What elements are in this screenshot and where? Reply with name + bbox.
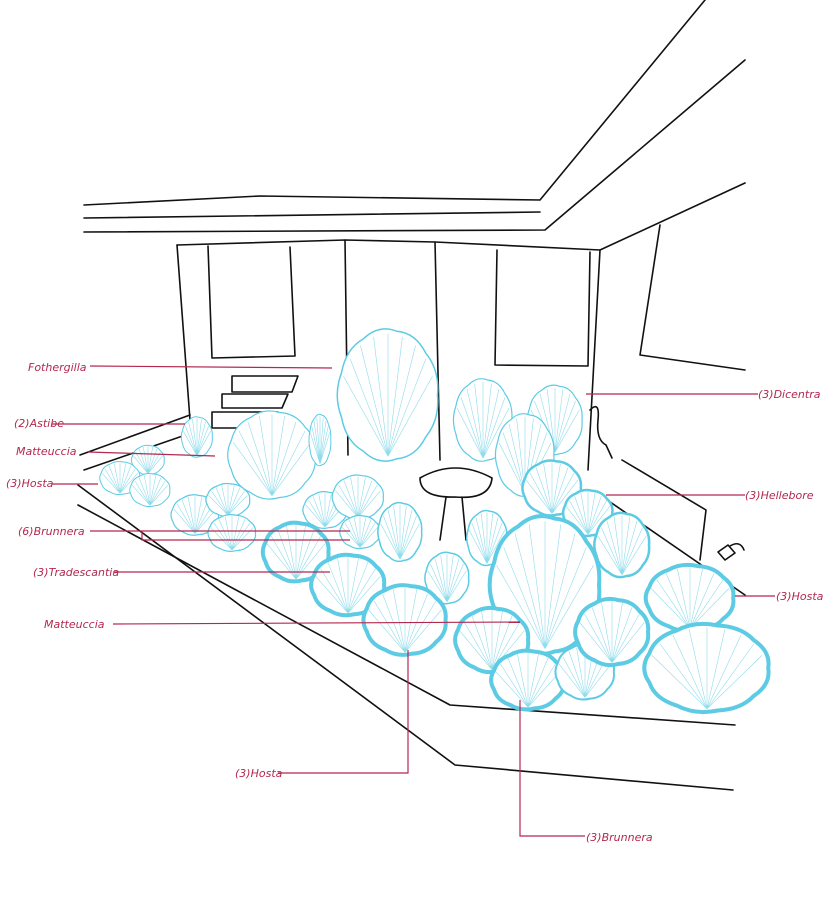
- label-hosta-bottom: (3)Hosta: [235, 767, 283, 780]
- plant-veins: [525, 462, 579, 514]
- label-brunnera-6: (6)Brunnera: [18, 525, 85, 538]
- plant-veins: [210, 516, 254, 551]
- plant-veins: [597, 515, 647, 575]
- plant-veins: [131, 474, 169, 506]
- plant-veins: [495, 652, 561, 708]
- plant-veins: [579, 601, 645, 663]
- bird-bath: [419, 467, 493, 541]
- plant-veins: [651, 627, 763, 710]
- plant-veins: [266, 524, 326, 580]
- plant-veins: [456, 381, 510, 459]
- plant-brunnera: [207, 514, 257, 552]
- label-matteuccia-front: Matteuccia: [44, 618, 105, 631]
- plant-hosta: [129, 472, 171, 508]
- plant-veins: [173, 496, 217, 534]
- plant-outline: [489, 648, 567, 712]
- plant-outline: [361, 583, 448, 657]
- plant-veins: [380, 504, 420, 560]
- plant-veins: [183, 418, 211, 456]
- label-hosta-left: (3)Hosta: [6, 477, 54, 490]
- plant-outline: [573, 596, 651, 668]
- plant-veins: [496, 521, 594, 649]
- plant-outline: [336, 328, 439, 462]
- plant-hosta: [642, 621, 771, 715]
- label-dicentra: (3)Dicentra: [758, 388, 821, 401]
- plant-astibe: [308, 413, 332, 467]
- plant-hellebore: [593, 511, 651, 579]
- plant-hosta: [361, 583, 448, 657]
- plant-tradescantia: [424, 551, 470, 605]
- plant-tradescantia: [377, 501, 423, 563]
- plant-veins: [335, 476, 381, 518]
- label-hellebore: (3)Hellebore: [745, 489, 814, 502]
- plant-veins: [101, 462, 139, 494]
- garden-ornament: [717, 542, 745, 561]
- plant-hosta: [130, 444, 165, 476]
- plants: [99, 328, 771, 715]
- plant-outline: [227, 410, 317, 500]
- plant-veins: [341, 516, 379, 548]
- label-astibe: (2)Astibe: [14, 417, 64, 430]
- plant-fothergilla: [336, 328, 439, 462]
- label-hosta-right: (3)Hosta: [776, 590, 824, 603]
- plant-veins: [650, 567, 730, 629]
- plant-matteuccia: [227, 410, 317, 500]
- plant-astibe: [180, 416, 213, 458]
- plant-veins: [565, 491, 611, 535]
- label-matteuccia-back: Matteuccia: [16, 445, 77, 458]
- plant-outline: [643, 562, 736, 634]
- label-tradescantia: (3)Tradescantia: [33, 566, 119, 579]
- plant-veins: [208, 484, 248, 516]
- plant-brunnera: [331, 474, 384, 520]
- plant-brunnera: [205, 482, 251, 518]
- plant-veins: [343, 333, 433, 457]
- label-fothergilla: Fothergilla: [28, 361, 87, 374]
- label-brunnera-3: (3)Brunnera: [586, 831, 653, 844]
- plant-hosta: [643, 562, 736, 634]
- plant-outline: [642, 621, 771, 715]
- plant-veins: [133, 446, 163, 474]
- plant-brunnera: [339, 514, 381, 550]
- plant-veins: [310, 416, 330, 464]
- plant-hosta: [573, 596, 651, 668]
- plant-veins: [305, 493, 345, 528]
- plant-hosta: [489, 648, 567, 712]
- plant-veins: [232, 414, 312, 496]
- plant-veins: [315, 557, 381, 614]
- plant-veins: [427, 554, 467, 602]
- plant-veins: [468, 512, 506, 564]
- plant-veins: [558, 646, 612, 698]
- plant-veins: [459, 610, 525, 670]
- house-structure: [83, 0, 746, 471]
- hose: [589, 405, 613, 459]
- labels: Fothergilla (2)Astibe Matteuccia (3)Host…: [6, 361, 824, 844]
